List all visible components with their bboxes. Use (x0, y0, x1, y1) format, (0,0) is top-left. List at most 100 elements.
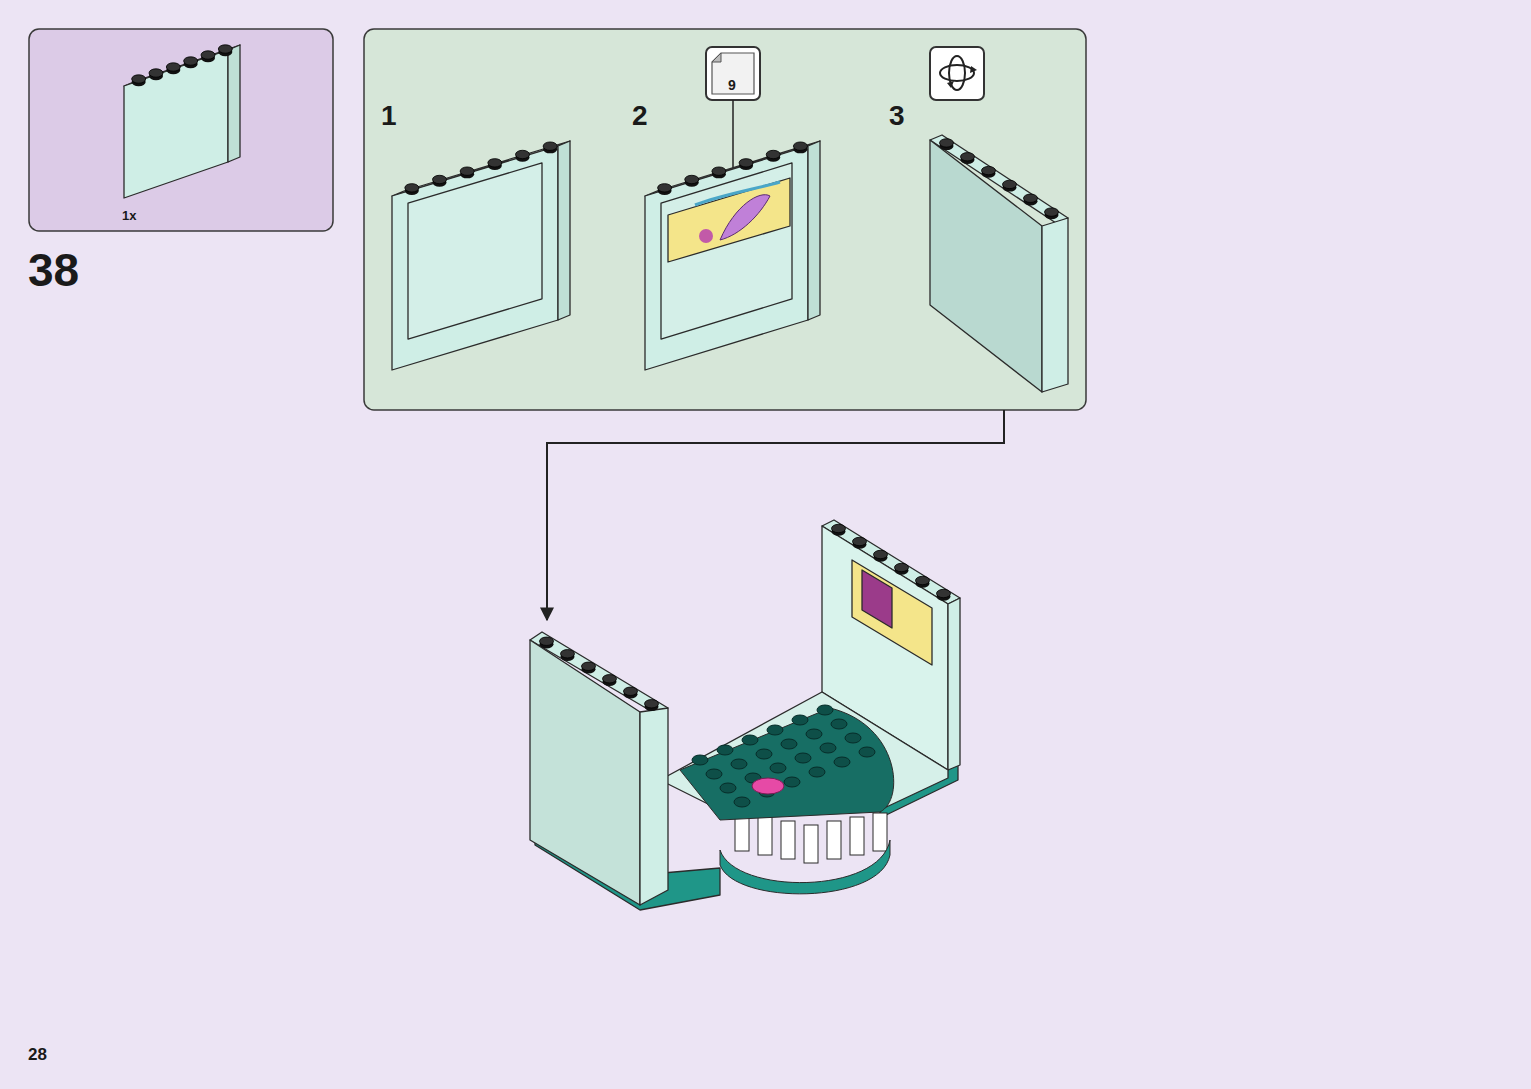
stud-top (582, 662, 596, 670)
window-panel-2-side (808, 141, 820, 320)
stud-top (201, 51, 215, 59)
stud (831, 719, 847, 729)
stud-top (1024, 194, 1038, 202)
stud-top (543, 142, 557, 150)
stud-top (603, 675, 617, 683)
parts-box-ground (29, 29, 333, 231)
part-count: 1x (122, 209, 136, 222)
new-wall-front (530, 640, 640, 905)
sticker-callout-ground (706, 47, 760, 100)
stud-top (832, 524, 846, 532)
stud-top (739, 159, 753, 167)
panel-part-side (228, 45, 240, 162)
substep-panel-ground (364, 29, 1086, 410)
stud (770, 763, 786, 773)
stud-top (793, 142, 807, 150)
sticker-callout: 9 (706, 47, 760, 100)
stud-top (853, 537, 867, 545)
sticker-line (695, 182, 780, 205)
stud-top (460, 167, 474, 175)
stud-top (516, 150, 530, 158)
stud (795, 753, 811, 763)
stud-top (1045, 208, 1059, 216)
window-panel-2-window (661, 163, 792, 339)
window-panel-1-window (408, 163, 542, 339)
sticker-leaf (720, 195, 770, 240)
window-panel-2 (645, 146, 808, 370)
stud-top (874, 550, 888, 558)
stud-top (766, 150, 780, 158)
stud-top (218, 45, 232, 53)
sticker-shell (699, 229, 713, 243)
sticker-sheet-icon (712, 53, 754, 94)
stud (809, 767, 825, 777)
stud (742, 735, 758, 745)
window-panel-1-side (558, 141, 570, 320)
stud (806, 729, 822, 739)
stud-top (405, 184, 419, 192)
panel-part (124, 50, 228, 198)
picture-frame (862, 570, 892, 628)
post (758, 817, 772, 855)
stud (859, 747, 875, 757)
pink-tile (752, 778, 784, 794)
stud (734, 797, 750, 807)
rotated-panel-side (1042, 218, 1068, 392)
stud (756, 749, 772, 759)
stud-top (712, 167, 726, 175)
substep-number: 2 (632, 102, 648, 130)
platform-base (720, 840, 890, 894)
stud-top (937, 589, 951, 597)
stud-top (895, 563, 909, 571)
rotated-panel (930, 140, 1042, 392)
stud (820, 743, 836, 753)
stud-top (916, 576, 930, 584)
stud (731, 759, 747, 769)
stud-top (132, 75, 146, 83)
stud (692, 755, 708, 765)
stud (784, 777, 800, 787)
stud-top (166, 63, 180, 71)
stud-top (982, 166, 996, 174)
sticker-9 (668, 178, 790, 262)
stud-top (149, 69, 163, 77)
post (873, 813, 887, 851)
stud-top (540, 637, 554, 645)
stud (720, 783, 736, 793)
stud (834, 757, 850, 767)
sticker-fold (712, 53, 721, 62)
placement-arrow (547, 410, 1004, 620)
new-wall-side (640, 708, 668, 905)
platform-top (680, 708, 894, 820)
post (781, 821, 795, 859)
parts-list-box: 1x (29, 29, 333, 231)
substep-panel: 1 2 3 9 (364, 29, 1086, 410)
stud-top (1003, 180, 1017, 188)
stud-top (645, 700, 659, 708)
stud-top (961, 153, 975, 161)
stud (706, 769, 722, 779)
stud (817, 705, 833, 715)
stud-top (433, 175, 447, 183)
sticker-sheet-number: 9 (728, 78, 736, 92)
substep-number: 1 (381, 102, 397, 130)
substep-number: 3 (889, 102, 905, 130)
post (827, 821, 841, 859)
stud-top (940, 139, 954, 147)
stud (792, 715, 808, 725)
stud-top (685, 175, 699, 183)
post (804, 825, 818, 863)
post (850, 817, 864, 855)
stud (781, 739, 797, 749)
stud (767, 725, 783, 735)
stud (845, 733, 861, 743)
page-number: 28 (28, 1046, 47, 1063)
stud-top (488, 159, 502, 167)
stud-top (624, 687, 638, 695)
back-wall-side (948, 598, 960, 770)
stud-top (658, 184, 672, 192)
window-panel-1 (392, 146, 558, 370)
stud-top (561, 650, 575, 658)
step-number: 38 (28, 247, 79, 293)
